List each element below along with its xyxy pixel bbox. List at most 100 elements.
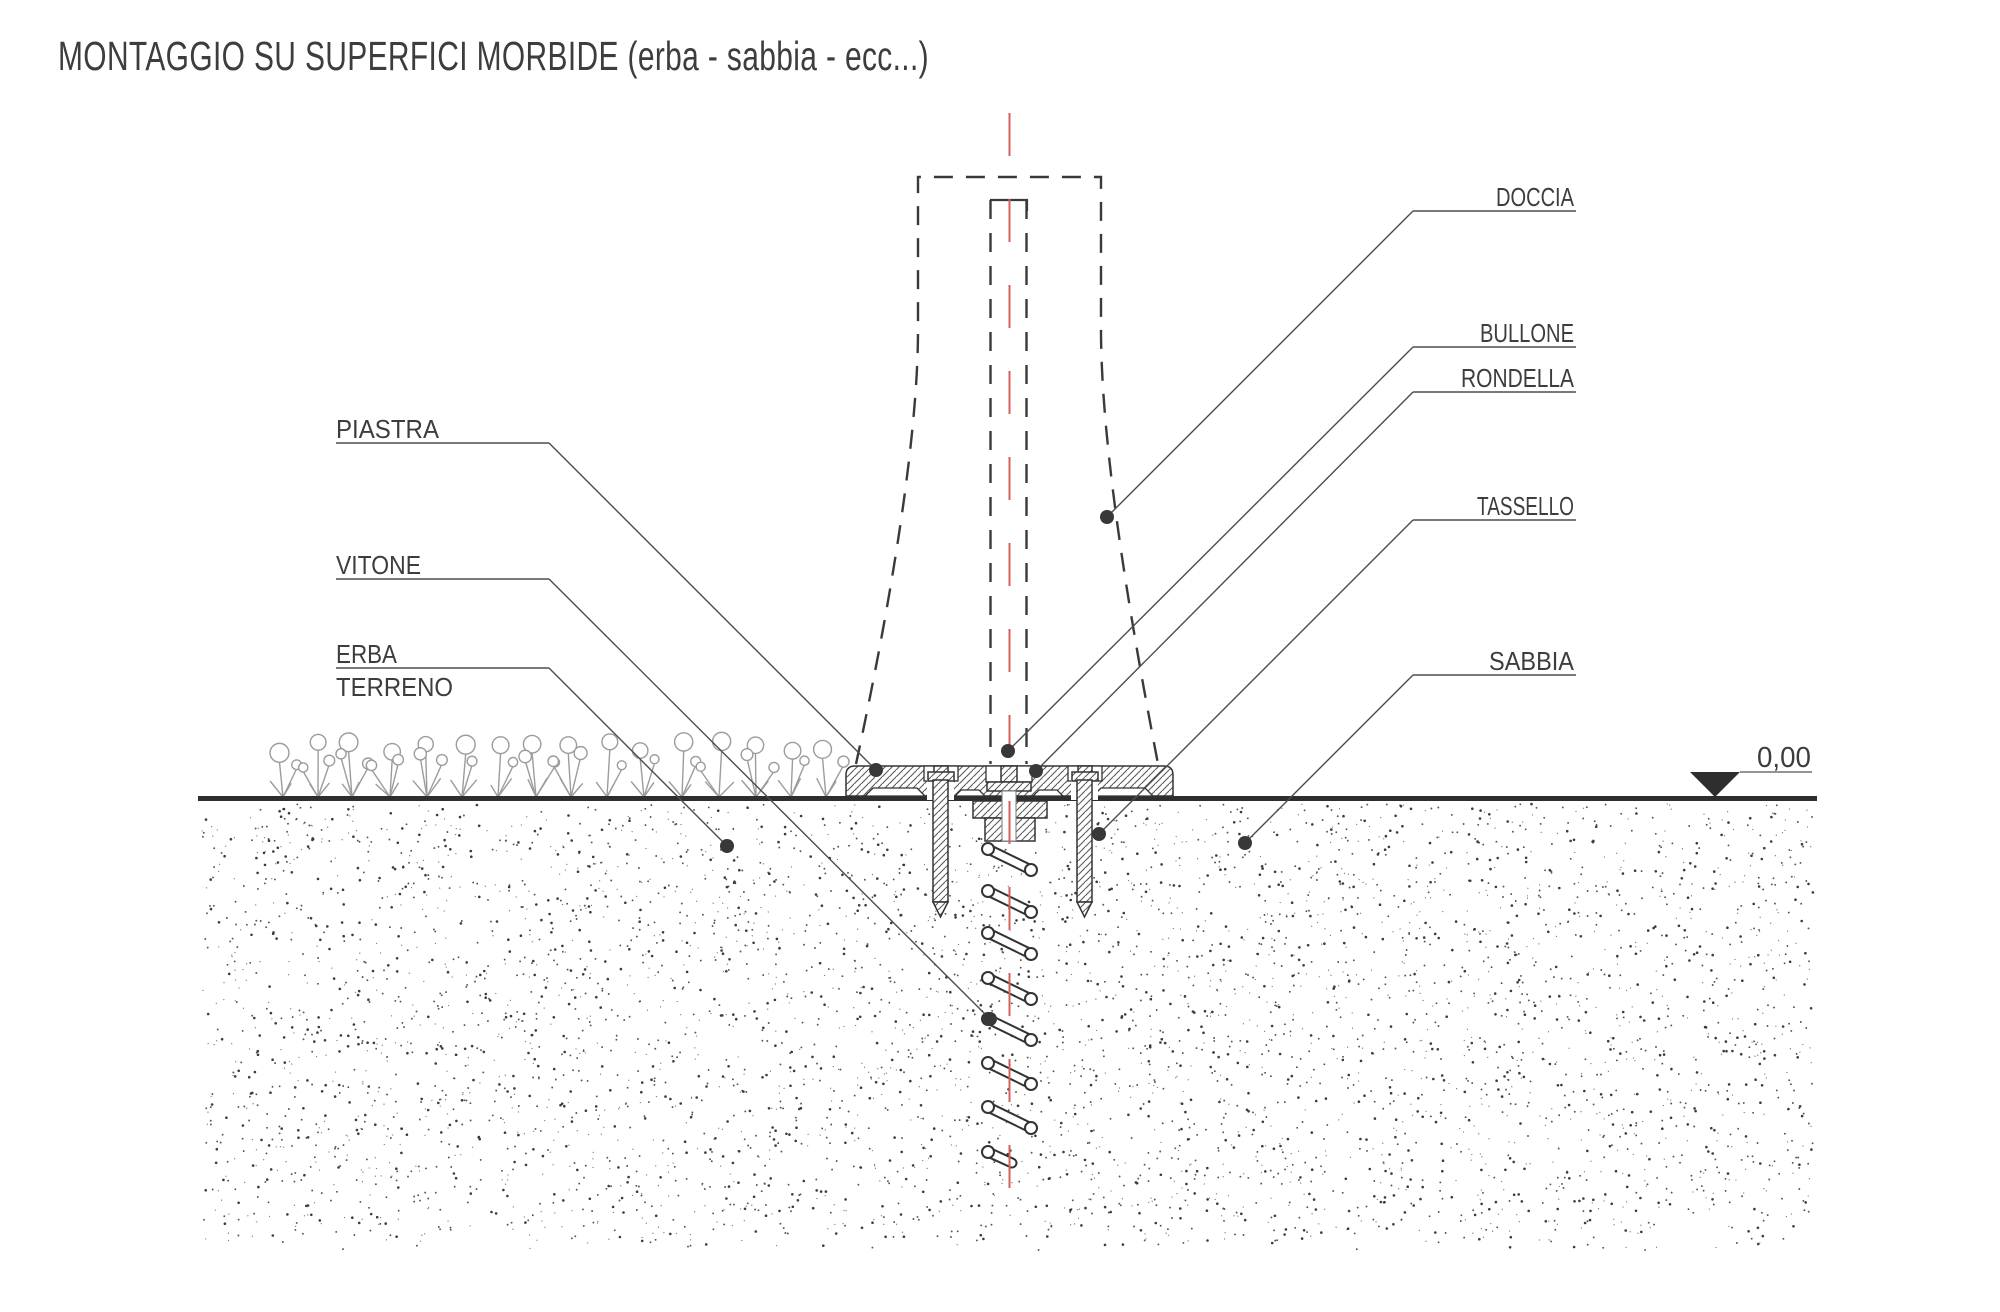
grass-flower xyxy=(573,745,588,761)
plate-recess xyxy=(1031,789,1065,797)
grass-stem xyxy=(347,751,353,798)
grass-tuft xyxy=(269,742,303,798)
soil-texture xyxy=(201,802,1815,1251)
grass-stem xyxy=(461,764,473,798)
grass-blade xyxy=(426,777,442,798)
grass-flower xyxy=(631,742,649,759)
callout-leader xyxy=(1106,210,1414,518)
grass-blade xyxy=(790,777,802,798)
callout-sabbia: SABBIA xyxy=(1238,646,1576,850)
helix-loop-end xyxy=(981,926,995,940)
grass-stem xyxy=(426,763,443,798)
grass-blade xyxy=(269,780,284,798)
grass-flower xyxy=(799,755,810,767)
grass-stem xyxy=(461,754,467,798)
helix-thread xyxy=(984,1103,1035,1132)
grass-flower xyxy=(323,754,336,767)
grass-blade xyxy=(490,784,499,798)
helix-loop-end xyxy=(1024,905,1038,919)
helix-loop-end xyxy=(1024,1033,1038,1047)
grass xyxy=(269,731,850,798)
callout-doccia: DOCCIA xyxy=(1100,182,1576,524)
callout-dot xyxy=(1001,744,1015,758)
callout-label-doccia: DOCCIA xyxy=(1496,182,1575,212)
grass-blade xyxy=(643,782,655,798)
grass-blade xyxy=(681,784,692,798)
grass-blade xyxy=(570,782,584,798)
grass-stem xyxy=(317,764,330,798)
grass-tuft xyxy=(668,732,702,798)
bolt xyxy=(1000,765,1018,783)
grass-stem xyxy=(746,758,757,798)
grass-stem xyxy=(419,757,428,798)
shower-column-outline xyxy=(854,175,1160,765)
callout-leader xyxy=(548,578,991,1020)
grass-stem xyxy=(570,756,582,798)
grass-flower xyxy=(297,762,309,773)
grass-flower xyxy=(466,755,478,767)
grass-flower xyxy=(649,754,660,765)
callout-erba: ERBA xyxy=(336,639,734,853)
grass-blade xyxy=(412,780,428,798)
callout-label-rondella: RONDELLA xyxy=(1461,363,1575,393)
helix-loop-end xyxy=(981,1056,995,1070)
column-inner-rod-outline xyxy=(989,198,1029,764)
level-marker-triangle xyxy=(1690,772,1740,797)
grass-stem xyxy=(531,752,537,798)
grass-blade xyxy=(351,781,360,798)
grass-blade xyxy=(668,780,683,798)
grass-blade xyxy=(704,781,720,798)
grass-flower xyxy=(768,761,780,774)
grass-flower xyxy=(711,731,732,752)
plate-recess xyxy=(863,787,927,797)
helix-loop-end xyxy=(981,884,995,898)
callout-leader xyxy=(548,442,877,771)
callout-dot xyxy=(983,1012,997,1026)
grass-blade xyxy=(755,780,769,798)
grass-stem xyxy=(606,749,611,798)
callout-tassello: TASSELLO xyxy=(1092,491,1576,841)
grass-blade xyxy=(309,783,319,798)
callout-label-erba: ERBA xyxy=(336,639,398,669)
callout-dot xyxy=(869,763,883,777)
grass-stem xyxy=(278,762,284,798)
callout-rondella: RONDELLA xyxy=(1029,363,1576,778)
grass-stem xyxy=(643,762,656,798)
grass-blade xyxy=(317,782,330,798)
grass-tuft xyxy=(695,731,735,798)
grass-tuft xyxy=(490,736,519,798)
grass-flower xyxy=(413,747,428,761)
anchor-screw-right xyxy=(1071,765,1099,919)
helix-loop-end xyxy=(981,971,995,985)
grass-blade xyxy=(777,779,792,798)
grass-stem xyxy=(389,759,393,798)
grass-blade xyxy=(741,779,757,798)
grass-blade xyxy=(630,781,645,798)
helix-loop-end xyxy=(1024,863,1038,877)
grass-blade xyxy=(559,777,572,798)
grass-stem xyxy=(754,753,757,798)
grass-flower xyxy=(338,732,359,753)
page-title: MONTAGGIO SU SUPERFICI MORBIDE (erba - s… xyxy=(58,33,930,79)
washer xyxy=(986,781,1032,792)
grass-tuft xyxy=(412,735,448,798)
grass-stem xyxy=(718,750,723,798)
grass-blade xyxy=(341,783,353,798)
grass-blade xyxy=(718,781,735,798)
grass-tuft xyxy=(630,742,660,798)
callout-leader xyxy=(548,667,728,847)
grass-tuft xyxy=(547,736,588,798)
callout-label-sabbia: SABBIA xyxy=(1489,646,1575,676)
grass-blade xyxy=(282,782,292,798)
callout-dot xyxy=(1029,764,1043,778)
callout-terreno: TERRENO xyxy=(336,672,453,702)
callout-dot xyxy=(1100,510,1114,524)
callout-piastra: PIASTRA xyxy=(336,414,883,777)
grass-blade xyxy=(450,779,463,798)
grass-blade xyxy=(535,777,548,798)
helix-loop-end xyxy=(1024,1121,1038,1135)
level-marker: 0,00 xyxy=(1690,742,1812,797)
grass-flower xyxy=(746,736,765,755)
grass-stem xyxy=(821,758,827,798)
level-marker-label: 0,00 xyxy=(1757,742,1811,774)
